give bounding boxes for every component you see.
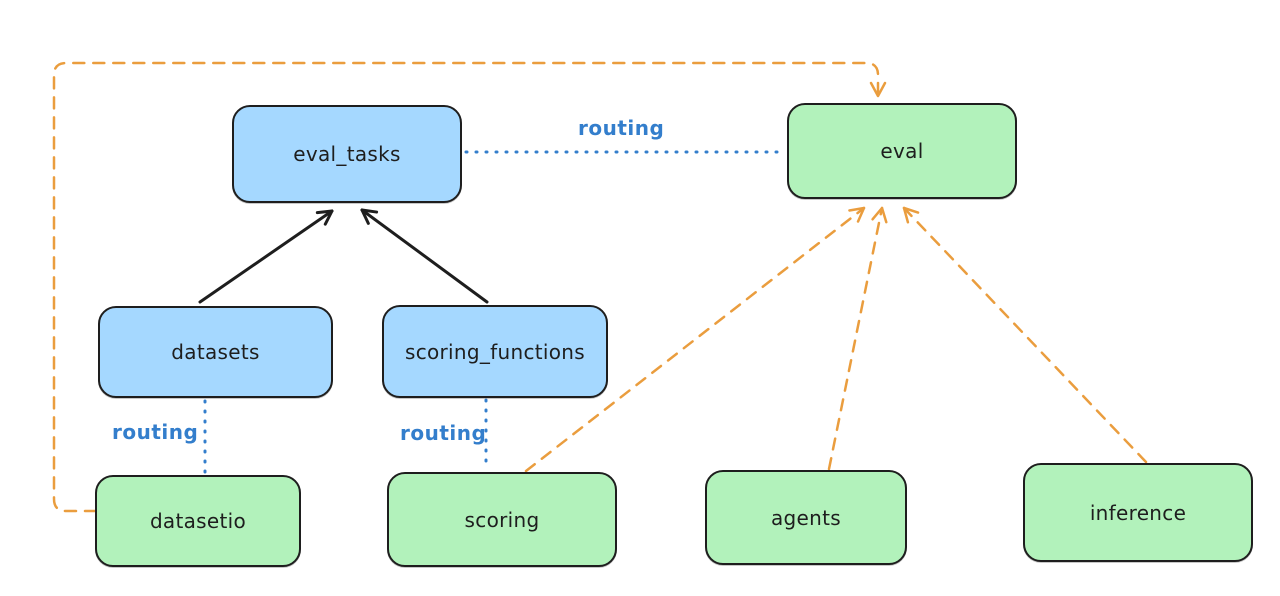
node-scoring-functions: scoring_functions bbox=[382, 305, 608, 398]
node-datasets-label: datasets bbox=[171, 340, 260, 364]
node-eval: eval bbox=[787, 103, 1017, 199]
routing-label-eval-tasks-eval: routing bbox=[578, 116, 665, 140]
node-inference-label: inference bbox=[1089, 500, 1187, 525]
node-inference: inference bbox=[1023, 463, 1253, 562]
node-scoring-label: scoring bbox=[464, 507, 540, 532]
routing-label-scoring-functions-scoring: routing bbox=[400, 421, 487, 445]
node-datasets: datasets bbox=[98, 306, 333, 398]
node-agents-label: agents bbox=[771, 505, 841, 530]
edge-scoring-functions-to-eval-tasks bbox=[360, 208, 489, 304]
node-scoring-functions-label: scoring_functions bbox=[404, 339, 586, 364]
node-eval-tasks-label: eval_tasks bbox=[293, 142, 401, 166]
edge-inference-to-eval bbox=[902, 206, 1148, 464]
routing-label-datasets-datasetio: routing bbox=[112, 420, 199, 444]
edge-datasets-to-eval-tasks bbox=[198, 209, 334, 304]
node-eval-label: eval bbox=[880, 139, 924, 163]
node-datasetio: datasetio bbox=[95, 475, 301, 567]
node-eval-tasks: eval_tasks bbox=[232, 105, 462, 203]
node-scoring: scoring bbox=[387, 472, 617, 567]
edge-agents-to-eval bbox=[827, 206, 888, 471]
node-datasetio-label: datasetio bbox=[149, 509, 247, 533]
node-agents: agents bbox=[705, 470, 907, 565]
